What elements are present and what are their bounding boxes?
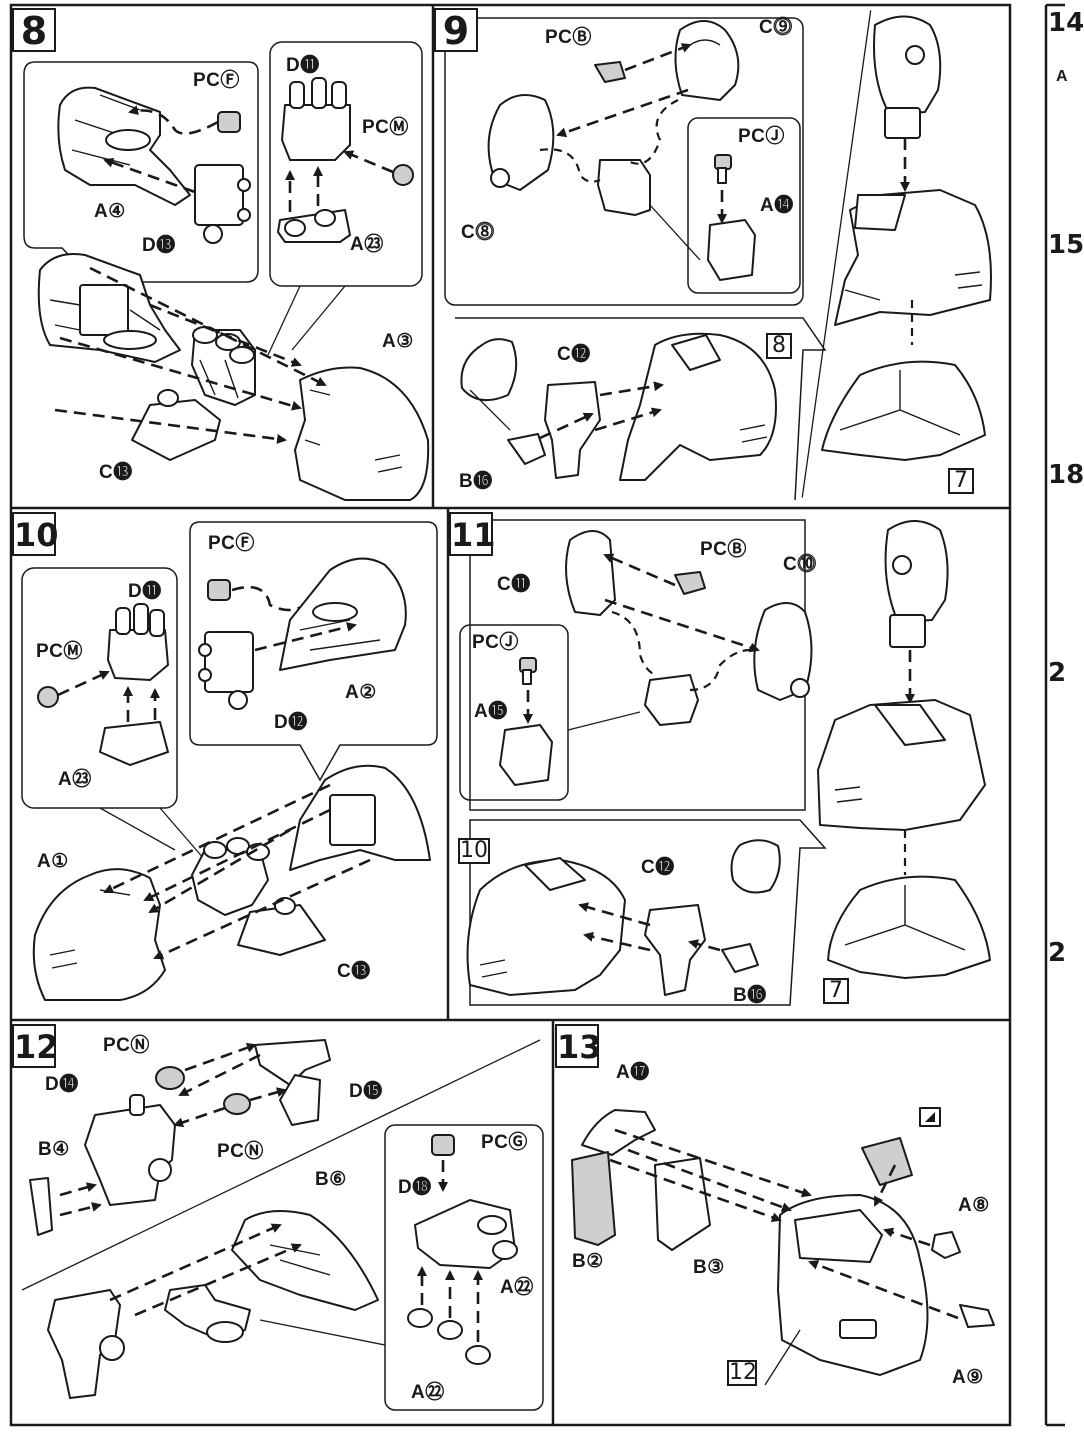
step-9-number: 9 [434, 8, 478, 52]
part-label: PCⓃ [103, 1035, 150, 1056]
part-label: PCⒻ [193, 70, 240, 91]
step-11-diagram [459, 519, 991, 1006]
next-step-number-partial: 14 [1048, 8, 1084, 38]
part-label: C⓫ [497, 574, 531, 595]
step-12-diagram [21, 1039, 544, 1411]
part-label: D⓯ [349, 1081, 383, 1102]
part-label: B④ [38, 1139, 70, 1160]
part-label: PCⓂ [36, 641, 83, 662]
part-label: A① [37, 851, 69, 872]
part-label: A㉓ [350, 234, 384, 255]
step-reference-box: 7 [823, 978, 849, 1004]
step-11-number: 11 [449, 512, 496, 556]
part-label: A⓮ [760, 195, 794, 216]
part-label: B② [572, 1251, 604, 1272]
part-label: B⓰ [459, 471, 493, 492]
step-10-number: 10 [12, 512, 59, 556]
step-13-number: 13 [555, 1024, 602, 1068]
part-label: B⓰ [733, 985, 767, 1006]
part-label: PCⒼ [481, 1132, 528, 1153]
part-label: A② [345, 682, 377, 703]
part-label: C⓽ [759, 17, 793, 38]
step-13-diagram [571, 1107, 995, 1386]
part-label: PCⒿ [738, 126, 785, 147]
part-label: C⓼ [461, 222, 495, 243]
step-8-diagram [23, 41, 430, 501]
part-label: A④ [94, 201, 126, 222]
part-label: D⓲ [398, 1177, 432, 1198]
page-grid [9, 3, 1065, 1427]
part-label: A㉓ [58, 769, 92, 790]
step-reference-box: 8 [766, 333, 792, 359]
part-label: D⓫ [286, 55, 320, 76]
part-label: C⓭ [99, 462, 133, 483]
next-step-number-partial: 18 [1048, 460, 1084, 490]
step-10-diagram [21, 521, 438, 1001]
part-label: B③ [693, 1257, 725, 1278]
part-label: B⑥ [315, 1169, 347, 1190]
part-label: D⓬ [274, 712, 308, 733]
step-reference-box: 7 [948, 468, 974, 494]
next-step-number-partial: 2 [1048, 658, 1067, 688]
part-label: C⓾ [783, 554, 817, 575]
part-label: PCⒻ [208, 533, 255, 554]
part-label: C⓬ [557, 344, 591, 365]
step-reference-box: 10 [458, 838, 490, 864]
part-label: A⑧ [958, 1195, 990, 1216]
part-label: A⓱ [616, 1062, 650, 1083]
part-label: A㉒ [500, 1277, 534, 1298]
step-9-diagram [444, 10, 992, 501]
part-label: PCⓃ [217, 1141, 264, 1162]
step-reference-box: 12 [727, 1360, 757, 1386]
part-label: C⓬ [641, 857, 675, 878]
part-label: D⓮ [45, 1074, 79, 1095]
part-label: D⓫ [128, 581, 162, 602]
part-label: PCⓂ [362, 117, 409, 138]
part-label: PCⒿ [472, 632, 519, 653]
step-12-number: 12 [12, 1024, 59, 1068]
part-label: A③ [382, 331, 414, 352]
part-label: A⓯ [474, 701, 508, 722]
next-part-letter-partial: A [1056, 68, 1068, 85]
part-label: A㉒ [411, 1382, 445, 1403]
step-8-number: 8 [12, 8, 56, 52]
part-label: PCⒷ [700, 539, 747, 560]
part-label: D⓭ [142, 235, 176, 256]
next-step-number-partial: 15 [1048, 230, 1084, 260]
next-step-number-partial: 2 [1048, 938, 1067, 968]
part-label: C⓭ [337, 961, 371, 982]
part-label: PCⒷ [545, 27, 592, 48]
part-label: A⑨ [952, 1367, 984, 1388]
